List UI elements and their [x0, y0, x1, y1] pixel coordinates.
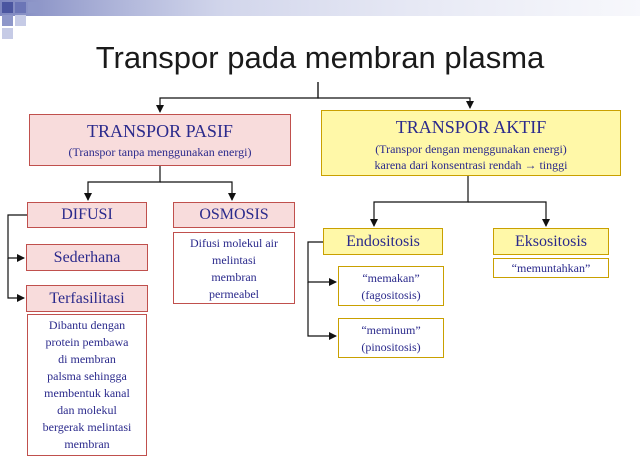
- terfasilitasi-desc-line: membentuk kanal: [44, 386, 130, 400]
- memuntahkan-box: “memuntahkan”: [493, 258, 609, 278]
- osmosis-label: OSMOSIS: [199, 206, 269, 223]
- sederhana-label: Sederhana: [53, 249, 121, 266]
- difusi-box: DIFUSI: [27, 202, 147, 228]
- memakan-line: “memakan”: [362, 271, 420, 285]
- transpor-pasif-box: TRANSPOR PASIF (Transpor tanpa menggunak…: [29, 114, 291, 166]
- terfasilitasi-desc-line: bergerak melintasi: [42, 420, 132, 434]
- terfasilitasi-desc-line: membran: [64, 437, 110, 451]
- meminum-line: “meminum”: [361, 323, 421, 337]
- osmosis-desc-line: melintasi: [212, 253, 256, 267]
- osmosis-desc-line: permeabel: [209, 287, 259, 301]
- terfasilitasi-desc-box: Dibantu dengan protein pembawa di membra…: [27, 314, 147, 456]
- osmosis-desc-line: Difusi molekul air: [190, 236, 278, 250]
- osmosis-desc-line: membran: [211, 270, 257, 284]
- page-title: Transpor pada membran plasma: [95, 40, 545, 75]
- terfasilitasi-desc-line: Dibantu dengan: [48, 318, 126, 332]
- memakan-box: “memakan” (fagositosis): [338, 266, 444, 306]
- endositosis-box: Endositosis: [323, 228, 443, 255]
- meminum-box: “meminum” (pinositosis): [338, 318, 444, 358]
- sederhana-box: Sederhana: [26, 244, 148, 271]
- corner-decoration: [0, 0, 640, 40]
- transpor-pasif-title: TRANSPOR PASIF: [87, 121, 233, 141]
- eksositosis-label: Eksositosis: [514, 233, 587, 250]
- terfasilitasi-label: Terfasilitasi: [49, 290, 125, 307]
- terfasilitasi-box: Terfasilitasi: [26, 285, 148, 312]
- transpor-aktif-subtitle-2: karena dari konsentrasi rendah → tinggi: [374, 158, 568, 172]
- pinositosis-line: (pinositosis): [361, 340, 421, 354]
- terfasilitasi-desc-line: protein pembawa: [45, 335, 129, 349]
- terfasilitasi-desc-line: dan molekul: [57, 403, 117, 417]
- transpor-aktif-subtitle-1: (Transpor dengan menggunakan energi): [375, 142, 567, 156]
- osmosis-box: OSMOSIS: [173, 202, 295, 228]
- transpor-pasif-subtitle: (Transpor tanpa menggunakan energi): [68, 145, 252, 159]
- difusi-label: DIFUSI: [61, 206, 113, 223]
- terfasilitasi-desc-line: palsma sehingga: [47, 369, 127, 383]
- osmosis-desc-box: Difusi molekul air melintasi membran per…: [173, 232, 295, 304]
- transpor-aktif-box: TRANSPOR AKTIF (Transpor dengan mengguna…: [321, 110, 621, 176]
- terfasilitasi-desc-line: di membran: [58, 352, 116, 366]
- endositosis-label: Endositosis: [346, 233, 420, 250]
- fagositosis-line: (fagositosis): [361, 288, 421, 302]
- transpor-aktif-title: TRANSPOR AKTIF: [395, 117, 547, 137]
- memuntahkan-label: “memuntahkan”: [511, 261, 591, 275]
- eksositosis-box: Eksositosis: [493, 228, 609, 255]
